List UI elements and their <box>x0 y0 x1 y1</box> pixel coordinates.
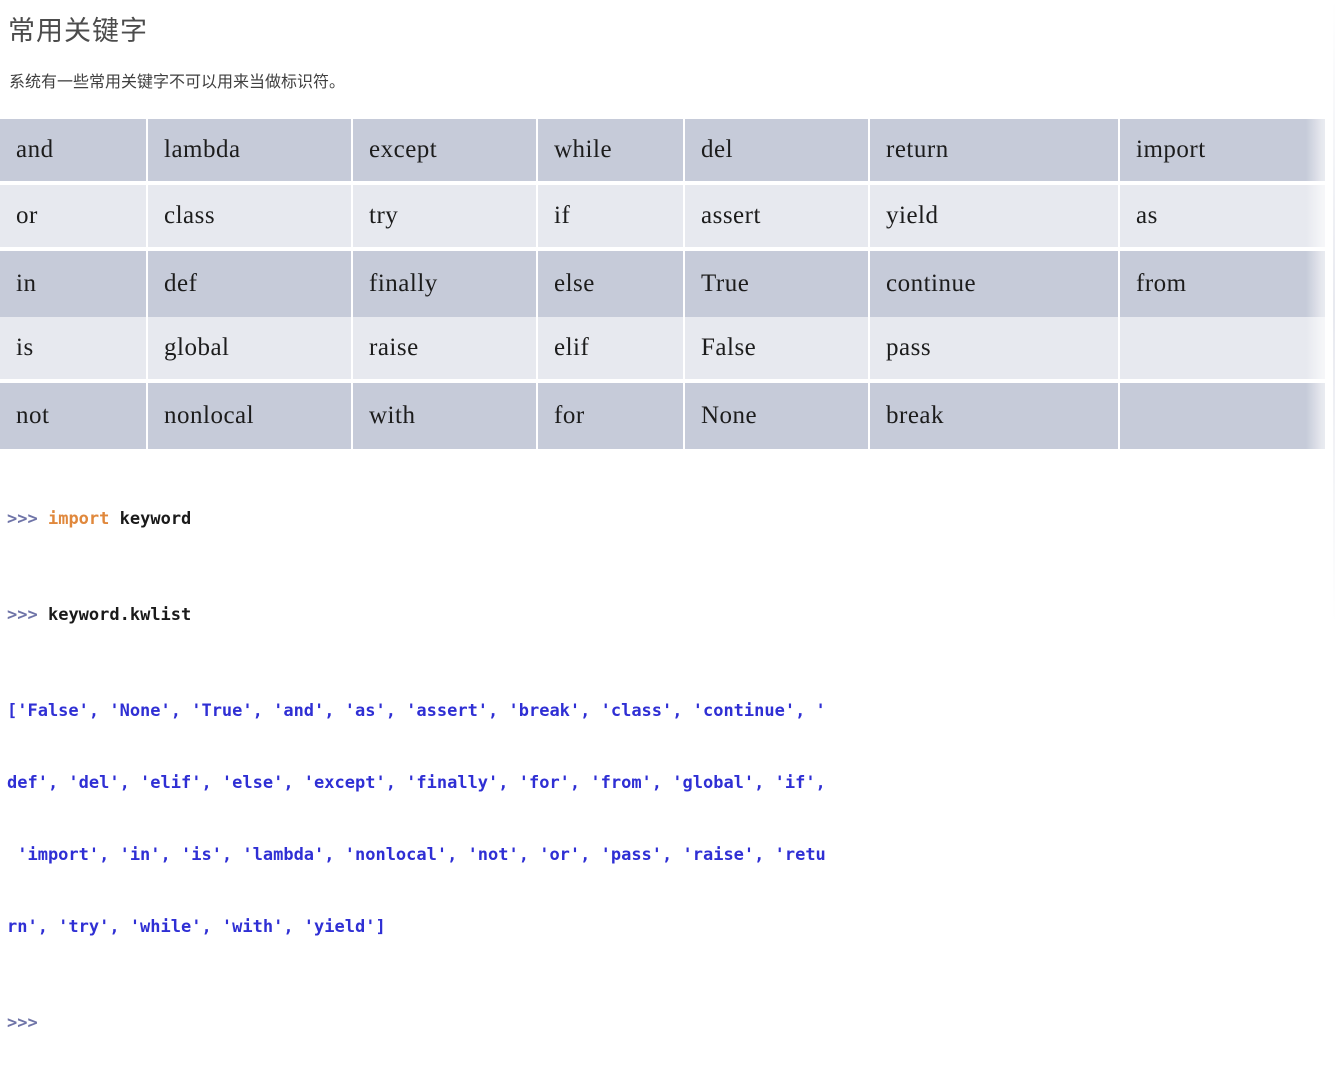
console-prompt: >>> <box>7 1013 38 1033</box>
table-row: not nonlocal with for None break <box>0 383 1325 449</box>
console-output-line: def', 'del', 'elif', 'else', 'except', '… <box>7 773 826 793</box>
page-title: 常用关键字 <box>8 16 148 46</box>
keyword-cell: as <box>1120 185 1325 251</box>
table-row: and lambda except while del return impor… <box>0 119 1325 185</box>
keyword-cell: nonlocal <box>148 383 353 449</box>
table-row: or class try if assert yield as <box>0 185 1325 251</box>
slide-root: 常用关键字 系统有一些常用关键字不可以用来当做标识符。 and lambda e… <box>0 0 1340 1033</box>
keyword-cell: class <box>148 185 353 251</box>
console-import-keyword: import <box>47 509 110 529</box>
keyword-cell: not <box>0 383 148 449</box>
console-space <box>38 605 48 625</box>
keyword-cell: and <box>0 119 148 185</box>
keyword-cell: for <box>538 383 685 449</box>
keyword-cell: with <box>353 383 538 449</box>
console-space <box>38 509 48 529</box>
keyword-cell: continue <box>870 251 1120 317</box>
keyword-table-body: and lambda except while del return impor… <box>0 119 1325 449</box>
keyword-cell: or <box>0 185 148 251</box>
keyword-cell: None <box>685 383 870 449</box>
keyword-cell: yield <box>870 185 1120 251</box>
keyword-cell: except <box>353 119 538 185</box>
keyword-cell: def <box>148 251 353 317</box>
console-space <box>109 509 119 529</box>
console-output-line: 'import', 'in', 'is', 'lambda', 'nonloca… <box>7 845 826 865</box>
console-line-import: >>> import keyword <box>7 507 826 531</box>
keyword-cell-empty <box>1120 383 1325 449</box>
console-output-line: ['False', 'None', 'True', 'and', 'as', '… <box>7 701 826 721</box>
keyword-cell: raise <box>353 317 538 383</box>
keyword-cell: else <box>538 251 685 317</box>
keyword-cell: finally <box>353 251 538 317</box>
keyword-cell: elif <box>538 317 685 383</box>
table-row: is global raise elif False pass <box>0 317 1325 383</box>
keyword-cell: try <box>353 185 538 251</box>
keyword-table: and lambda except while del return impor… <box>0 119 1325 449</box>
keyword-cell: pass <box>870 317 1120 383</box>
keyword-cell: True <box>685 251 870 317</box>
console-prompt: >>> <box>7 605 38 625</box>
console-line-kwlist: >>> keyword.kwlist <box>7 603 826 627</box>
console-command: keyword.kwlist <box>47 605 192 625</box>
keyword-cell: lambda <box>148 119 353 185</box>
keyword-cell: in <box>0 251 148 317</box>
table-row: in def finally else True continue from <box>0 251 1325 317</box>
console-output-line: rn', 'try', 'while', 'with', 'yield'] <box>7 917 386 937</box>
console-module-name: keyword <box>119 509 192 529</box>
keyword-cell: while <box>538 119 685 185</box>
page-edge-line <box>1333 0 1335 623</box>
keyword-cell: from <box>1120 251 1325 317</box>
keyword-cell: False <box>685 317 870 383</box>
keyword-cell: break <box>870 383 1120 449</box>
keyword-cell: return <box>870 119 1120 185</box>
keyword-cell: assert <box>685 185 870 251</box>
keyword-cell: global <box>148 317 353 383</box>
page-subtitle: 系统有一些常用关键字不可以用来当做标识符。 <box>9 74 346 91</box>
keyword-cell: del <box>685 119 870 185</box>
keyword-cell: is <box>0 317 148 383</box>
keyword-cell: if <box>538 185 685 251</box>
console-line-final-prompt: >>> <box>7 1011 826 1035</box>
keyword-cell: import <box>1120 119 1325 185</box>
keyword-cell-empty <box>1120 317 1325 383</box>
console-prompt: >>> <box>7 509 38 529</box>
python-console: >>> import keyword >>> keyword.kwlist ['… <box>7 459 826 1083</box>
